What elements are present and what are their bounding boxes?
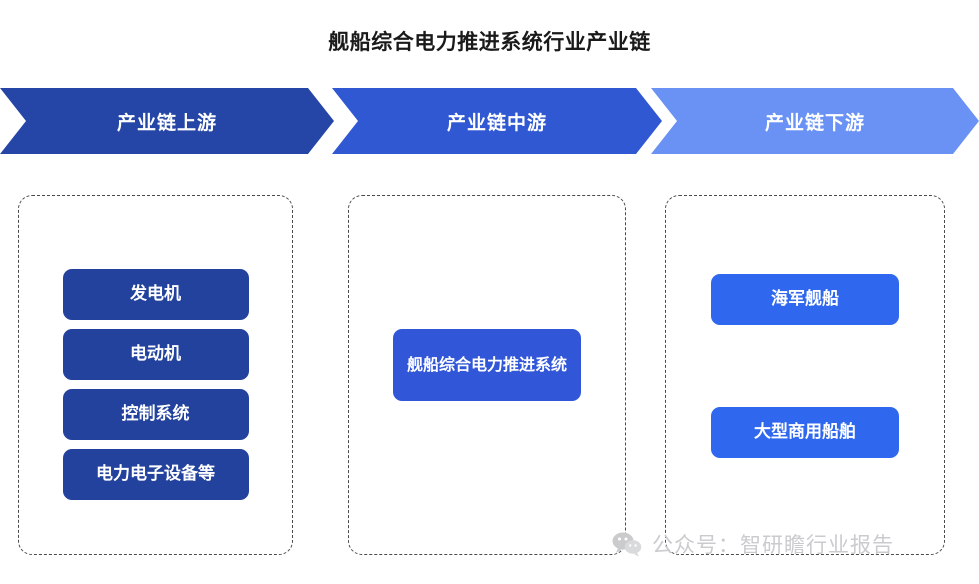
downstream-item-list: 海军舰船 大型商用船舶 [666, 274, 944, 458]
downstream-item-naval-vessels[interactable]: 海军舰船 [711, 274, 899, 325]
midstream-item-list: 舰船综合电力推进系统 [349, 329, 625, 401]
upstream-item-generator[interactable]: 发电机 [62, 269, 249, 320]
wechat-icon [612, 531, 642, 557]
stage-arrow-midstream-label: 产业链中游 [446, 111, 547, 134]
stage-arrow-downstream-label: 产业链下游 [764, 111, 865, 134]
watermark-text: 公众号：智研瞻行业报告 [652, 533, 894, 557]
upstream-item-power-electronics[interactable]: 电力电子设备等 [62, 449, 249, 500]
page-title: 舰船综合电力推进系统行业产业链 [328, 30, 651, 54]
midstream-panel: 舰船综合电力推进系统 [348, 195, 626, 555]
upstream-item-list: 发电机 电动机 控制系统 电力电子设备等 [19, 269, 292, 500]
stage-arrow-downstream[interactable]: 产业链下游 [651, 88, 979, 154]
upstream-item-motor[interactable]: 电动机 [62, 329, 249, 380]
stage-arrow-row: 产业链上游 产业链中游 产业链下游 [0, 88, 979, 154]
watermark: 公众号：智研瞻行业报告 [612, 529, 894, 559]
upstream-panel: 发电机 电动机 控制系统 电力电子设备等 [18, 195, 293, 555]
stage-arrow-upstream-label: 产业链上游 [116, 111, 217, 134]
downstream-panel: 海军舰船 大型商用船舶 [665, 195, 945, 555]
downstream-item-commercial-ships[interactable]: 大型商用船舶 [711, 407, 899, 458]
upstream-item-control-system[interactable]: 控制系统 [62, 389, 249, 440]
midstream-item-integrated-electric-propulsion[interactable]: 舰船综合电力推进系统 [393, 329, 581, 401]
stage-arrow-upstream[interactable]: 产业链上游 [0, 88, 334, 154]
stage-arrow-midstream[interactable]: 产业链中游 [332, 88, 662, 154]
